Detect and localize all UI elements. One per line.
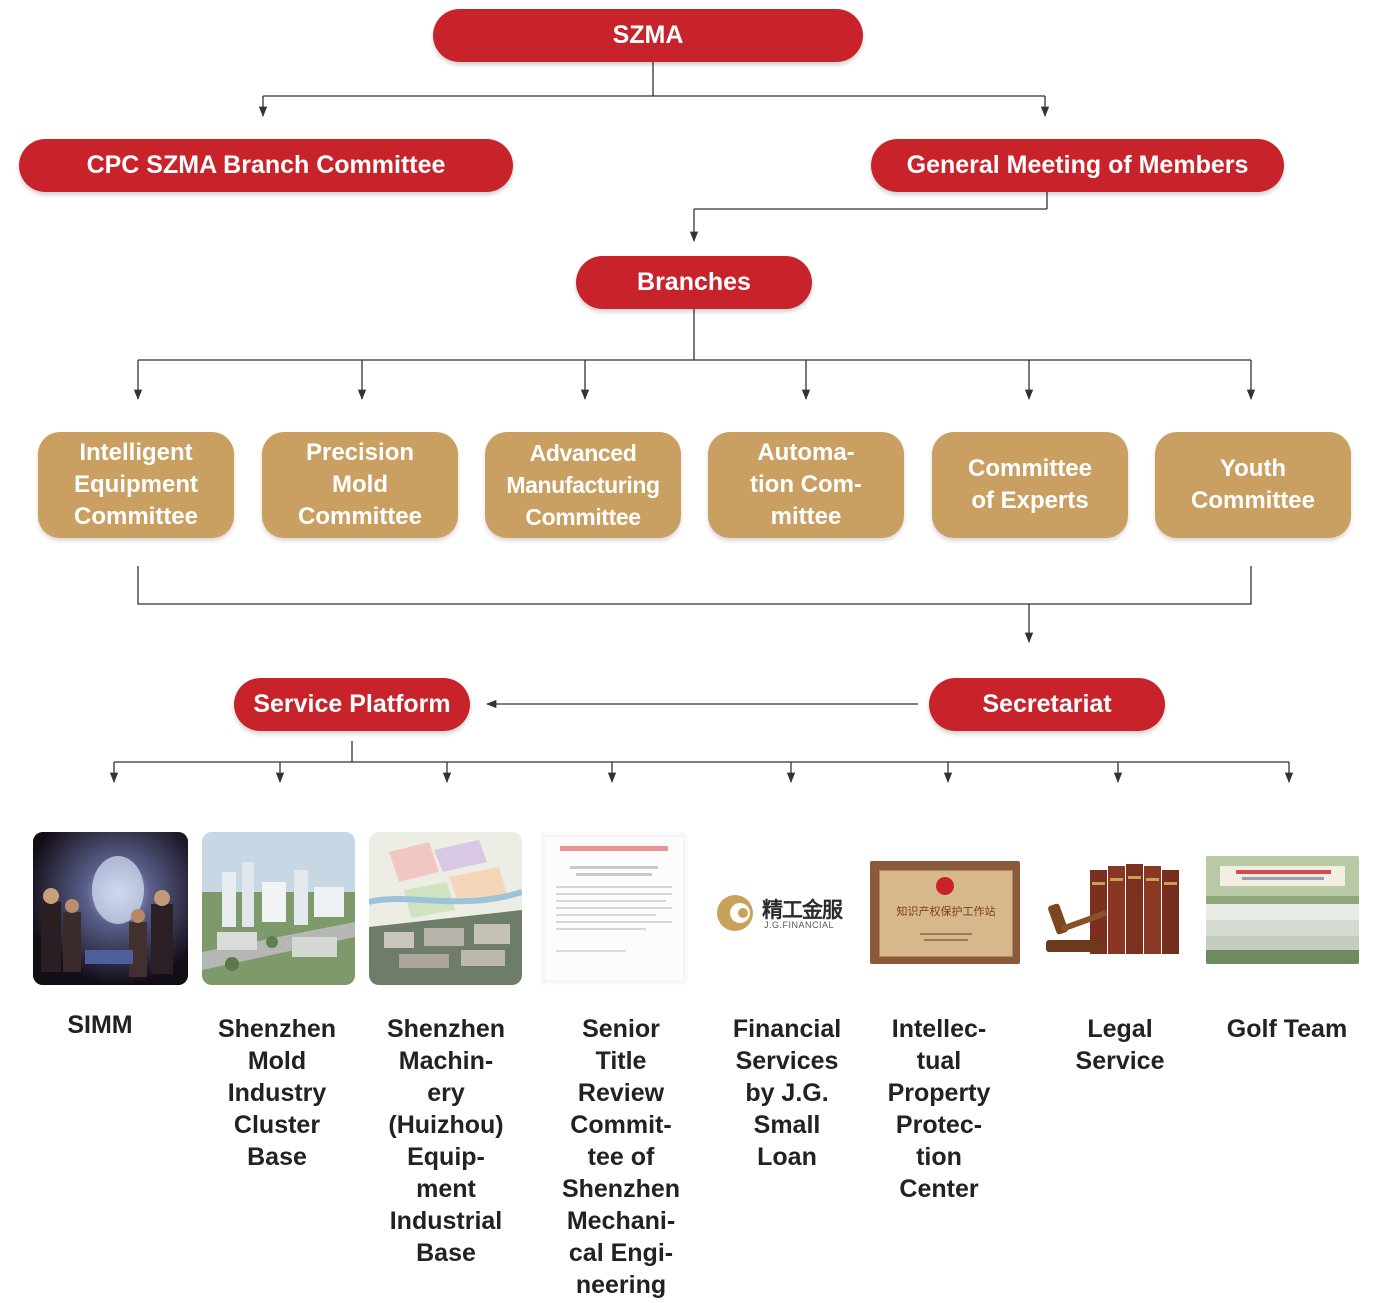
caption-line: Commit-	[570, 1111, 672, 1139]
caption-line: by J.G.	[745, 1079, 829, 1107]
jg-financial-logo-text: 精工金服	[762, 898, 843, 922]
caption-line: Loan	[757, 1143, 817, 1171]
caption-line: Shenzhen	[386, 1015, 506, 1043]
committee-automation: Automa- tion Com- mittee	[708, 432, 904, 538]
caption-line: Cluster	[233, 1111, 321, 1139]
jg-financial-logo: 精工金服 J.G.FINANCIAL	[702, 860, 862, 960]
caption-line: Intellec-	[891, 1015, 987, 1043]
plaque-face: 知识产权保护工作站	[879, 870, 1013, 957]
caption-line: Legal	[1087, 1015, 1153, 1043]
service-huizhou-base-caption: Shenzhen Machin- ery (Huizhou) Equip- me…	[371, 1013, 521, 1269]
plaque-text: 知识产权保护工作站	[896, 905, 996, 918]
service-financial-caption: Financial Services by J.G. Small Loan	[712, 1013, 862, 1173]
caption-line: Title	[595, 1047, 647, 1075]
caption-line: Base	[247, 1143, 307, 1171]
committee-youth: Youth Committee	[1155, 432, 1351, 538]
committee-label-line: Youth	[1219, 455, 1287, 482]
node-branches-label: Branches	[637, 268, 751, 296]
caption-line: (Huizhou)	[388, 1111, 504, 1139]
service-golf-caption: Golf Team	[1204, 1013, 1370, 1045]
committee-label-line: Mold	[332, 471, 388, 498]
committee-label-line: Advanced	[529, 440, 637, 466]
committee-advanced-manufacturing: Advanced Manufacturing Committee	[485, 432, 681, 538]
legal-gavel-books	[1038, 856, 1190, 964]
caption-line: Equip-	[407, 1143, 485, 1171]
caption-line: cal Engi-	[568, 1239, 674, 1267]
node-szma-label: SZMA	[612, 21, 684, 49]
committee-label-line: Committee	[73, 503, 199, 530]
committee-experts: Committee of Experts	[932, 432, 1128, 538]
committee-label-line: mittee	[770, 503, 842, 530]
node-cpc-branch-committee-label: CPC SZMA Branch Committee	[86, 151, 446, 179]
node-secretariat: Secretariat	[929, 678, 1165, 731]
node-service-platform-label: Service Platform	[253, 690, 451, 718]
caption-line: Services	[735, 1047, 839, 1075]
committee-intelligent-equipment: Intelligent Equipment Committee	[38, 432, 234, 538]
caption-line: tual	[916, 1047, 962, 1075]
node-general-meeting-label: General Meeting of Members	[906, 151, 1249, 179]
caption-line: Shenzhen	[217, 1015, 337, 1043]
committee-label-line: Committee	[1190, 487, 1316, 514]
caption-line: Industrial	[389, 1207, 503, 1235]
caption-line: Financial	[732, 1015, 842, 1043]
service-simm-caption: SIMM	[25, 1009, 175, 1041]
caption-line: Industry	[227, 1079, 327, 1107]
service-mold-cluster-caption: Shenzhen Mold Industry Cluster Base	[202, 1013, 352, 1173]
caption-line: Property	[887, 1079, 991, 1107]
caption-line: Protec-	[895, 1111, 983, 1139]
committee-label-line: Committee	[525, 504, 641, 530]
node-service-platform: Service Platform	[234, 678, 470, 731]
jg-financial-logo-subtext: J.G.FINANCIAL	[764, 920, 835, 930]
committee-label-line: Committee	[967, 455, 1093, 482]
committee-label-line: of Experts	[971, 487, 1089, 514]
committee-precision-mold: Precision Mold Committee	[262, 432, 458, 538]
caption-line: Service	[1075, 1047, 1165, 1075]
committee-label-line: Equipment	[74, 471, 198, 498]
caption-line: tion	[916, 1143, 962, 1171]
committee-label-line: Committee	[297, 503, 423, 530]
caption-line: ment	[416, 1175, 476, 1203]
plaque-emblem-icon	[936, 877, 954, 895]
caption-line: Base	[416, 1239, 476, 1267]
caption-line: Machin-	[398, 1047, 494, 1075]
senior-title-notice-document	[540, 832, 688, 985]
caption-line: tee of	[587, 1143, 655, 1171]
node-branches: Branches	[576, 256, 812, 309]
service-senior-title-caption: Senior Title Review Commit- tee of Shenz…	[546, 1013, 696, 1301]
huizhou-site-plan	[369, 832, 522, 985]
caption-line: ery	[427, 1079, 465, 1107]
golf-team-photo	[1206, 856, 1359, 964]
caption-line: SIMM	[67, 1011, 133, 1039]
node-szma: SZMA	[433, 9, 863, 62]
service-ip-protection-caption: Intellec- tual Property Protec- tion Cen…	[864, 1013, 1014, 1205]
ip-protection-plaque: 知识产权保护工作站	[870, 861, 1020, 964]
committee-label-line: tion Com-	[750, 471, 862, 498]
committee-label-line: Manufacturing	[506, 472, 660, 498]
caption-line: Mechani-	[566, 1207, 676, 1235]
committee-label-line: Intelligent	[79, 439, 193, 466]
caption-line: Golf Team	[1226, 1015, 1348, 1043]
simm-concert-photo	[33, 832, 188, 985]
caption-line: neering	[575, 1271, 667, 1299]
caption-line: Review	[577, 1079, 665, 1107]
committee-label-line: Automa-	[757, 439, 855, 466]
caption-line: Senior	[582, 1015, 660, 1043]
caption-line: Mold	[247, 1047, 307, 1075]
service-legal-caption: Legal Service	[1045, 1013, 1195, 1077]
caption-line: Shenzhen	[561, 1175, 681, 1203]
caption-line: Center	[899, 1175, 979, 1203]
node-cpc-branch-committee: CPC SZMA Branch Committee	[19, 139, 513, 192]
node-general-meeting: General Meeting of Members	[871, 139, 1284, 192]
caption-line: Small	[753, 1111, 821, 1139]
committee-label-line: Precision	[305, 439, 415, 466]
node-secretariat-label: Secretariat	[982, 690, 1112, 718]
mold-cluster-rendering	[202, 832, 355, 985]
